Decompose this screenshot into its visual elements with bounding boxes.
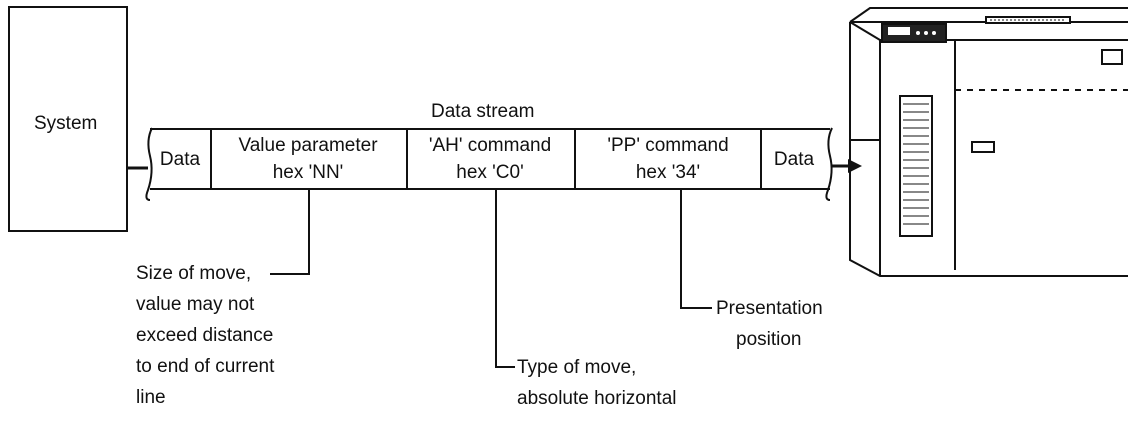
callout-line: to end of current <box>136 356 275 377</box>
callout-line: Type of move, <box>517 357 637 378</box>
callout-size-of-move: Size of move, value may not exceed dista… <box>136 258 274 413</box>
stream-divider <box>406 130 408 188</box>
printer-grille <box>903 103 929 225</box>
stream-cell-ah-command: 'AH' command hex 'C0' <box>428 135 552 183</box>
callout-line: position <box>736 329 802 350</box>
data-stream-title: Data stream <box>431 101 535 122</box>
callout-line: absolute horizontal <box>517 388 677 409</box>
callout-line: Size of move, <box>136 263 252 284</box>
stream-divider <box>210 130 212 188</box>
stream-cell-value-parameter: Value parameter hex 'NN' <box>238 135 378 183</box>
stream-cell-data-1: Data <box>159 148 201 170</box>
callout-line: Presentation <box>716 298 823 319</box>
callout-line: exceed distance <box>136 325 274 346</box>
printer-icon <box>849 7 1128 277</box>
callout-type-of-move: Type of move, absolute horizontal <box>517 352 677 414</box>
data-stream-band: Data Value parameter hex 'NN' 'AH' comma… <box>150 128 830 190</box>
system-box: System <box>8 6 128 232</box>
callout-presentation-position: Presentation position <box>716 293 823 355</box>
stream-divider <box>760 130 762 188</box>
callout-line: line <box>136 387 166 408</box>
callout-line: value may not <box>136 294 255 315</box>
stream-divider <box>574 130 576 188</box>
stream-cell-data-2: Data <box>773 148 815 170</box>
system-label: System <box>34 113 98 134</box>
stream-cell-pp-command: 'PP' command hex '34' <box>607 135 729 183</box>
